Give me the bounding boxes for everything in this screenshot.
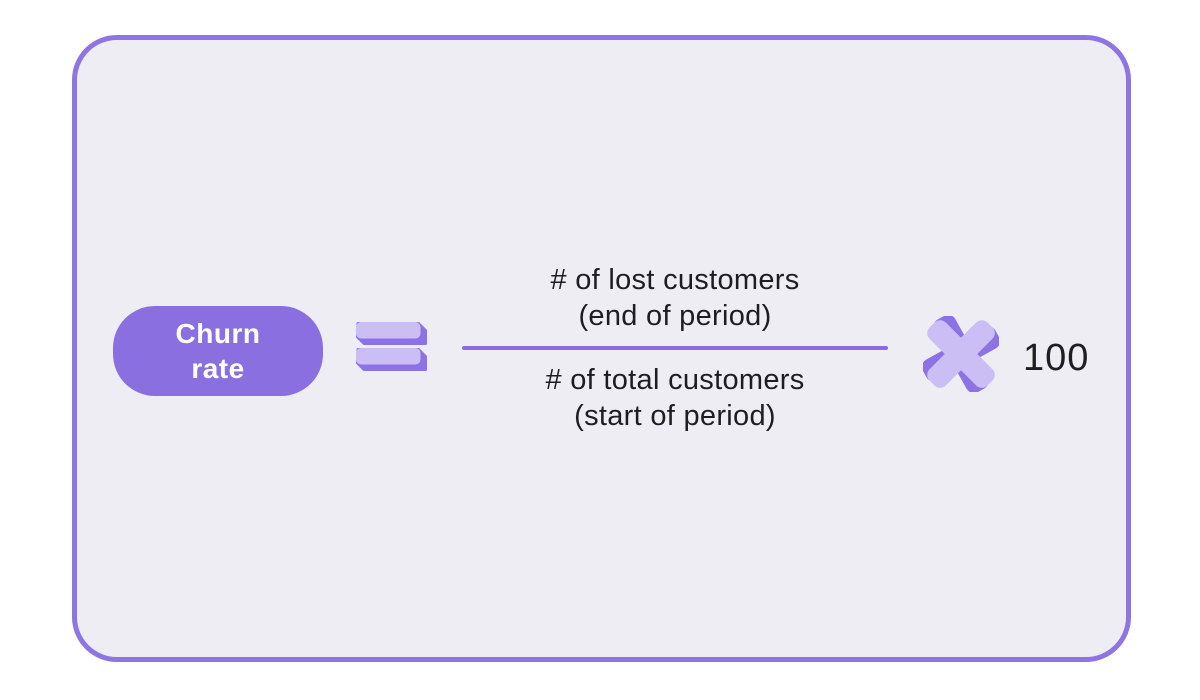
fraction-denominator: # of total customers (start of period) <box>462 362 888 434</box>
multiply-icon <box>923 316 999 392</box>
churn-rate-badge: Churn rate <box>113 306 323 396</box>
fraction: # of lost customers (end of period) # of… <box>462 262 888 434</box>
numerator-line1: # of lost customers <box>550 264 800 296</box>
multiplier-value: 100 <box>1023 337 1090 379</box>
fraction-bar <box>462 346 888 350</box>
badge-label-line2: rate <box>191 353 245 384</box>
denominator-line2: (start of period) <box>574 400 776 432</box>
denominator-line1: # of total customers <box>545 364 805 396</box>
equals-icon <box>356 322 427 371</box>
fraction-numerator: # of lost customers (end of period) <box>462 262 888 334</box>
churn-rate-formula-card: Churn rate # of lost customers (end of p… <box>72 35 1131 662</box>
numerator-line2: (end of period) <box>578 300 772 332</box>
badge-label-line1: Churn <box>175 318 261 349</box>
